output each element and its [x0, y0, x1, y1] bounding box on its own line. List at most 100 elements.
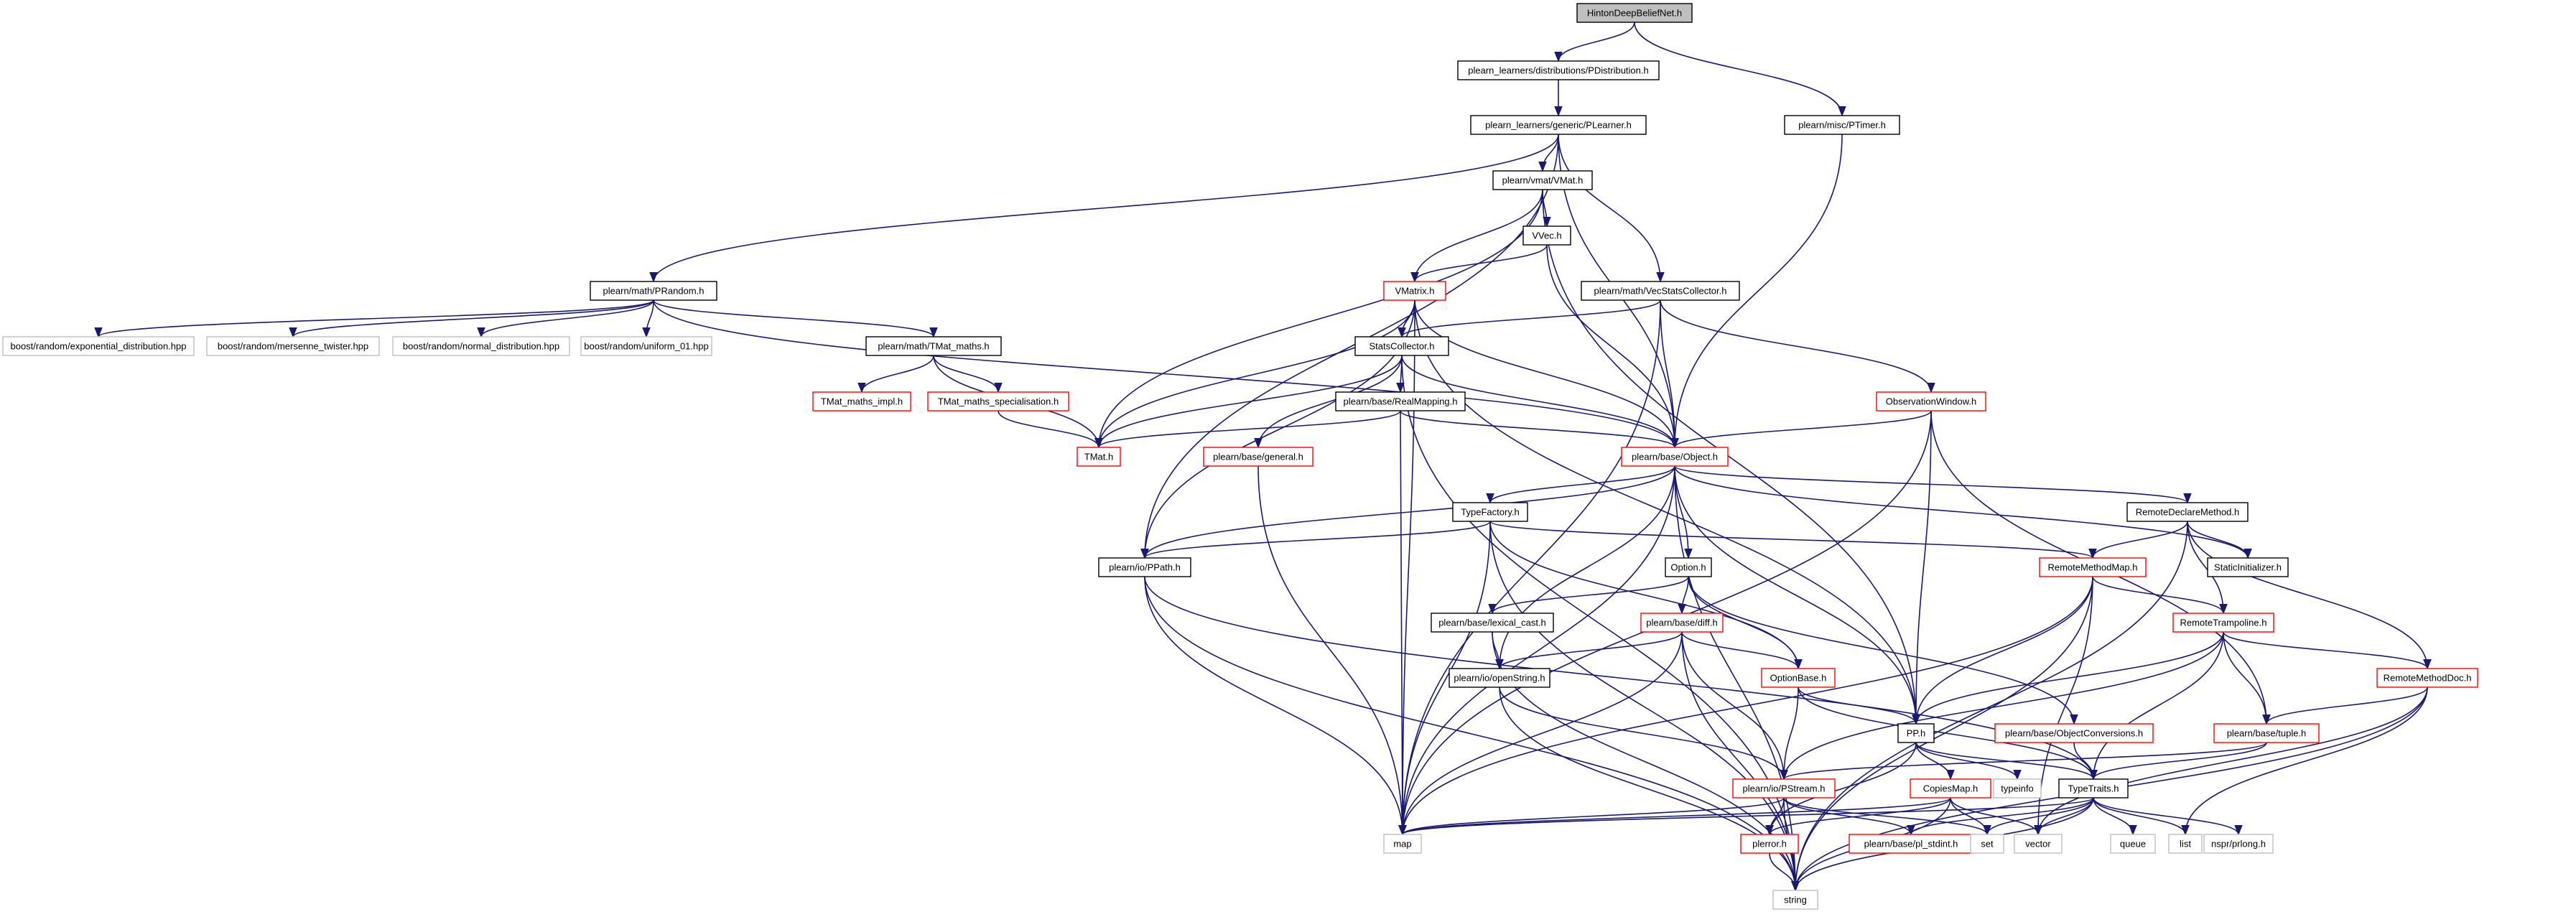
node-label: plearn_learners/generic/PLearner.h — [1485, 120, 1632, 131]
node-vmatrix[interactable]: VMatrix.h — [1383, 281, 1446, 301]
node-remotemap[interactable]: RemoteMethodMap.h — [2039, 557, 2147, 577]
node-label: vector — [2025, 839, 2051, 849]
node-prandom[interactable]: plearn/math/PRandom.h — [590, 281, 717, 301]
edge-remotemap-to-pp — [1912, 576, 2093, 725]
node-label: RemoteTrampoline.h — [2180, 618, 2267, 628]
node-typefactory[interactable]: TypeFactory.h — [1452, 502, 1528, 522]
node-ppath[interactable]: plearn/io/PPath.h — [1098, 557, 1191, 577]
edge-objconv-to-typetraits — [2073, 742, 2098, 781]
node-copiesmap[interactable]: CopiesMap.h — [1910, 778, 1991, 799]
node-diff[interactable]: plearn/base/diff.h — [1640, 613, 1724, 633]
node-typeinfo[interactable]: typeinfo — [1993, 778, 2042, 799]
node-object[interactable]: plearn/base/Object.h — [1621, 447, 1729, 467]
node-box — [1098, 557, 1191, 577]
node-option[interactable]: Option.h — [1665, 557, 1712, 577]
edge-copiesmap-to-map — [1398, 797, 1951, 836]
edge-copiesmap-to-plerror — [1765, 797, 1951, 836]
node-label: plearn/io/PStream.h — [1743, 783, 1826, 794]
edge-hinton-to-pdist — [1554, 22, 1635, 62]
node-pstream[interactable]: plearn/io/PStream.h — [1732, 778, 1836, 799]
node-map[interactable]: map — [1383, 834, 1422, 854]
node-statscoll[interactable]: StatsCollector.h — [1354, 336, 1449, 356]
node-boost_uni[interactable]: boost/random/uniform_01.hpp — [580, 336, 712, 356]
node-string[interactable]: string — [1772, 890, 1818, 910]
node-openstring[interactable]: plearn/io/openString.h — [1449, 668, 1550, 688]
edge-object-to-typefactory — [1486, 465, 1675, 504]
edge-typefactory-to-string — [1489, 521, 1800, 892]
edge-typetraits-to-queue — [2093, 797, 2137, 836]
edge-prandom-to-object — [653, 299, 1679, 449]
node-queue[interactable]: queue — [2110, 834, 2156, 854]
node-set[interactable]: set — [1970, 834, 2004, 854]
node-vecstats[interactable]: plearn/math/VecStatsCollector.h — [1581, 281, 1740, 301]
node-lexical[interactable]: plearn/base/lexical_cast.h — [1431, 613, 1554, 633]
node-hinton[interactable]: HintonDeepBeliefNet.h — [1576, 3, 1693, 23]
node-box — [1897, 723, 1935, 743]
node-vmat[interactable]: plearn/vmat/VMat.h — [1492, 170, 1593, 190]
node-trampoline[interactable]: RemoteTrampoline.h — [2172, 613, 2274, 633]
node-box — [1576, 3, 1693, 23]
node-vector[interactable]: vector — [2014, 834, 2063, 854]
node-boost_exp[interactable]: boost/random/exponential_distribution.hp… — [2, 336, 195, 356]
edge-prandom-to-boost_exp — [94, 299, 654, 338]
node-list[interactable]: list — [2168, 834, 2203, 854]
edge-vmat-to-tmat — [1094, 189, 1543, 449]
node-box — [1431, 613, 1554, 633]
edge-prandom-to-boost_mt — [289, 299, 654, 338]
node-box — [2126, 502, 2249, 522]
edge-plearner-to-prandom — [649, 134, 1559, 283]
edge-pstream-to-set — [1783, 797, 1991, 836]
edge-diff-to-openstring — [1495, 631, 1683, 670]
node-boost_mt[interactable]: boost/random/mersenne_twister.hpp — [206, 336, 380, 356]
node-methoddoc[interactable]: RemoteMethodDoc.h — [2376, 668, 2478, 688]
edge-vecstats-to-map — [1398, 299, 1661, 836]
node-objconv[interactable]: plearn/base/ObjectConversions.h — [1994, 723, 2154, 743]
edge-remotemap-to-trampoline — [2092, 576, 2228, 615]
node-pdist[interactable]: plearn_learners/distributions/PDistribut… — [1457, 60, 1660, 80]
edge-typefactory-to-map — [1398, 521, 1491, 836]
node-general[interactable]: plearn/base/general.h — [1203, 447, 1313, 467]
node-label: list — [2180, 839, 2191, 849]
node-label: VMatrix.h — [1395, 286, 1435, 297]
edge-prandom-to-boost_norm — [477, 299, 654, 338]
node-realmap[interactable]: plearn/base/RealMapping.h — [1335, 391, 1466, 411]
edge-vmat-to-pp — [1542, 189, 1920, 725]
edge-methoddoc-to-vector — [2034, 686, 2428, 836]
node-vvec[interactable]: VVec.h — [1522, 225, 1571, 246]
node-box — [2168, 834, 2203, 854]
node-box — [2213, 723, 2320, 743]
edge-hinton-to-ptimer — [1634, 22, 1846, 117]
edge-remotemap-to-string — [1791, 576, 2093, 892]
node-tmat_spec[interactable]: TMat_maths_specialisation.h — [927, 391, 1069, 411]
node-tmat_impl[interactable]: TMat_maths_impl.h — [812, 391, 911, 411]
node-label: plearn/math/TMat_maths.h — [878, 341, 989, 352]
edge-typetraits-to-plstdint — [1907, 797, 2094, 836]
node-tmat[interactable]: TMat.h — [1077, 447, 1121, 467]
node-box — [1470, 115, 1647, 135]
node-remotedecl[interactable]: RemoteDeclareMethod.h — [2126, 502, 2249, 522]
node-nspr[interactable]: nspr/prlong.h — [2203, 834, 2274, 854]
node-label: boost/random/mersenne_twister.hpp — [218, 341, 368, 352]
node-label: plearn/io/openString.h — [1454, 673, 1545, 684]
node-boost_norm[interactable]: boost/random/normal_distribution.hpp — [392, 336, 570, 356]
node-label: set — [1981, 839, 1994, 849]
node-staticinit[interactable]: StaticInitializer.h — [2207, 557, 2289, 577]
node-typetraits[interactable]: TypeTraits.h — [2058, 778, 2129, 799]
node-plstdint[interactable]: plearn/base/pl_stdint.h — [1849, 834, 1973, 854]
node-label: TMat_maths_specialisation.h — [938, 396, 1059, 407]
node-ptimer[interactable]: plearn/misc/PTimer.h — [1784, 115, 1900, 135]
node-optionbase[interactable]: OptionBase.h — [1761, 668, 1836, 688]
edge-typefactory-to-optionbase — [1489, 521, 1803, 670]
node-plerror[interactable]: plerror.h — [1740, 834, 1799, 854]
node-tuple[interactable]: plearn/base/tuple.h — [2213, 723, 2320, 743]
node-pp[interactable]: PP.h — [1897, 723, 1935, 743]
edge-obswin-to-pp — [1912, 410, 1932, 725]
node-label: RemoteMethodDoc.h — [2384, 673, 2472, 684]
node-label: plearn/base/lexical_cast.h — [1438, 618, 1546, 628]
edge-vmatrix-to-object — [1414, 299, 1679, 449]
node-obswin[interactable]: ObservationWindow.h — [1876, 391, 1986, 411]
node-label: TMat_maths_impl.h — [821, 396, 903, 407]
node-box — [1354, 336, 1449, 356]
node-plearner[interactable]: plearn_learners/generic/PLearner.h — [1470, 115, 1647, 135]
node-tmatmaths[interactable]: plearn/math/TMat_maths.h — [865, 336, 1002, 356]
